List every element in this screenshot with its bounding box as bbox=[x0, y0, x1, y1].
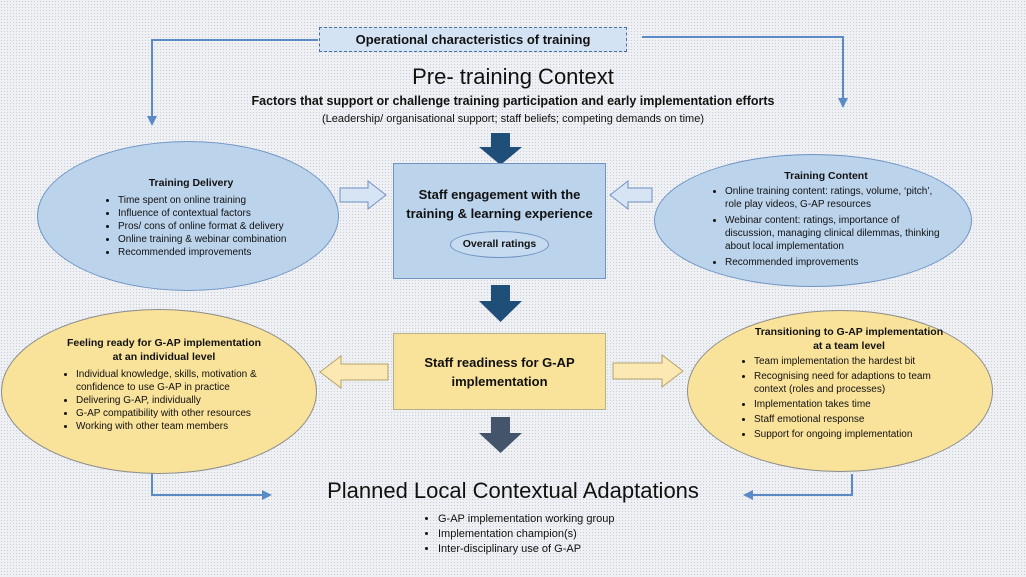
staff-engagement-title: Staff engagement with the training & lea… bbox=[406, 186, 593, 221]
staff-readiness-title: Staff readiness for G-AP implementation bbox=[424, 354, 575, 389]
team-level-list: Team implementation the hardest bit Reco… bbox=[740, 355, 962, 441]
connector-top-right-head bbox=[838, 98, 848, 108]
pre-training-context-note: (Leadership/ organisational support; sta… bbox=[322, 113, 704, 125]
list-item: Recommended improvements bbox=[725, 256, 941, 269]
training-content-list: Online training content: ratings, volume… bbox=[711, 185, 941, 269]
training-delivery-title: Training Delivery bbox=[148, 177, 234, 189]
list-item: Delivering G-AP, individually bbox=[76, 394, 286, 407]
staff-engagement-box: Staff engagement with the training & lea… bbox=[393, 163, 606, 279]
list-item: Individual knowledge, skills, motivation… bbox=[76, 368, 286, 394]
individual-level-ellipse: Feeling ready for G-AP implementation at… bbox=[1, 309, 317, 474]
down-arrow-3 bbox=[479, 417, 522, 453]
staff-readiness-box: Staff readiness for G-AP implementation bbox=[393, 333, 606, 410]
overall-ratings-pill: Overall ratings bbox=[449, 230, 550, 258]
list-item: Support for ongoing implementation bbox=[754, 428, 962, 441]
training-content-ellipse: Training Content Online training content… bbox=[654, 154, 972, 287]
team-level-title: Transitioning to G-AP implementation at … bbox=[754, 326, 944, 352]
list-item: Implementation takes time bbox=[754, 398, 962, 411]
connector-bottom-right-head bbox=[743, 490, 753, 500]
list-item: Pros/ cons of online format & delivery bbox=[118, 220, 318, 233]
arrow-readiness-to-team bbox=[612, 353, 684, 389]
list-item: Online training content: ratings, volume… bbox=[725, 185, 941, 211]
operational-characteristics-box: Operational characteristics of training bbox=[319, 27, 627, 52]
connector-bottom-left bbox=[151, 472, 263, 496]
list-item: Inter-disciplinary use of G-AP bbox=[438, 542, 615, 557]
list-item: Working with other team members bbox=[76, 420, 286, 433]
list-item: Recommended improvements bbox=[118, 246, 318, 259]
list-item: Online training & webinar combination bbox=[118, 233, 318, 246]
training-delivery-ellipse: Training Delivery Time spent on online t… bbox=[37, 141, 339, 291]
list-item: Time spent on online training bbox=[118, 194, 318, 207]
connector-top-left bbox=[151, 39, 318, 118]
down-arrow-1 bbox=[479, 133, 522, 165]
arrow-readiness-to-individual bbox=[319, 354, 389, 390]
pre-training-context-subtitle: Factors that support or challenge traini… bbox=[251, 94, 775, 108]
arrow-content-to-engagement bbox=[609, 179, 653, 211]
arrow-delivery-to-engagement bbox=[339, 179, 387, 211]
list-item: Staff emotional response bbox=[754, 413, 962, 426]
connector-bottom-left-head bbox=[262, 490, 272, 500]
team-level-ellipse: Transitioning to G-AP implementation at … bbox=[687, 310, 993, 472]
connector-top-right bbox=[642, 36, 844, 100]
down-arrow-2 bbox=[479, 285, 522, 322]
list-item: Team implementation the hardest bit bbox=[754, 355, 962, 368]
connector-top-left-head bbox=[147, 116, 157, 126]
list-item: G-AP implementation working group bbox=[438, 512, 615, 527]
connector-bottom-right bbox=[752, 474, 853, 496]
list-item: Webinar content: ratings, importance of … bbox=[725, 214, 941, 253]
planned-adaptations-title: Planned Local Contextual Adaptations bbox=[327, 478, 699, 503]
training-delivery-list: Time spent on online training Influence … bbox=[104, 194, 318, 259]
planned-adaptations-list: G-AP implementation working group Implem… bbox=[412, 512, 615, 557]
training-content-title: Training Content bbox=[784, 170, 868, 182]
list-item: Implementation champion(s) bbox=[438, 527, 615, 542]
pre-training-context-title: Pre- training Context bbox=[412, 64, 614, 89]
list-item: G-AP compatibility with other resources bbox=[76, 407, 286, 420]
list-item: Recognising need for adaptions to team c… bbox=[754, 370, 962, 396]
individual-level-list: Individual knowledge, skills, motivation… bbox=[62, 368, 286, 433]
list-item: Influence of contextual factors bbox=[118, 207, 318, 220]
individual-level-title: Feeling ready for G-AP implementation at… bbox=[66, 337, 262, 363]
